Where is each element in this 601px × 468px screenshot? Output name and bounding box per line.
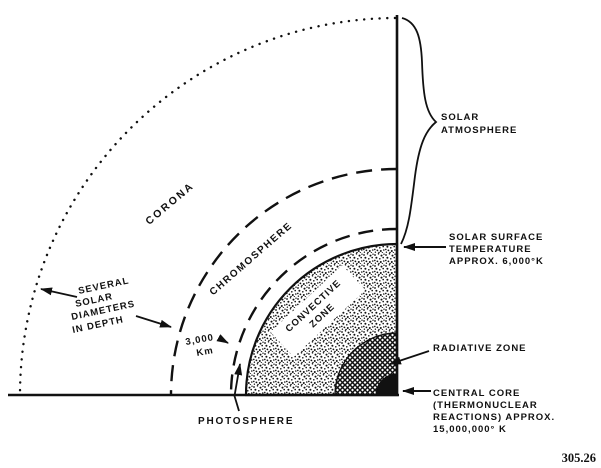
photosphere-label: PHOTOSPHERE bbox=[198, 416, 294, 427]
chromosphere-boundary-arc bbox=[169, 167, 398, 396]
depth-note-right-arrow bbox=[135, 315, 172, 328]
solar-surface-label-line3: APPROX. 6,000°K bbox=[449, 256, 544, 267]
depth-note-left-arrow bbox=[40, 287, 78, 298]
solar-surface-label-line2: TEMPERATURE bbox=[449, 244, 532, 255]
radiative-zone-pointer-arrow bbox=[389, 350, 430, 365]
central-core-label-line4: 15,000,000° K bbox=[433, 424, 507, 435]
radiative-zone-region bbox=[334, 332, 398, 396]
photosphere-boundary-arc bbox=[229, 227, 398, 396]
corona-label: CORONA bbox=[143, 180, 197, 228]
convective-zone-label-background bbox=[270, 265, 366, 357]
photosphere-depth-arrow bbox=[216, 334, 229, 344]
radiative-zone-label: RADIATIVE ZONE bbox=[433, 343, 527, 354]
figure-number: 305.26 bbox=[562, 451, 596, 465]
photosphere-depth-line2: Km bbox=[196, 345, 215, 359]
photosphere-pointer-arrow bbox=[233, 363, 243, 412]
central-core-label-line1: CENTRAL CORE bbox=[433, 388, 520, 399]
central-core-label-line2: (THERMONUCLEAR bbox=[433, 400, 538, 411]
solar-atmosphere-label-line2: ATMOSPHERE bbox=[441, 125, 517, 136]
photosphere-depth-line1: 3,000 bbox=[185, 332, 215, 348]
solar-surface-label-line1: SOLAR SURFACE bbox=[449, 232, 543, 243]
solar-atmosphere-label-line1: SOLAR bbox=[441, 112, 479, 123]
solar-atmosphere-brace bbox=[400, 17, 438, 245]
central-core-label-line3: REACTIONS) APPROX. bbox=[433, 412, 555, 423]
chromosphere-label: CHROMOSPHERE bbox=[208, 220, 295, 298]
